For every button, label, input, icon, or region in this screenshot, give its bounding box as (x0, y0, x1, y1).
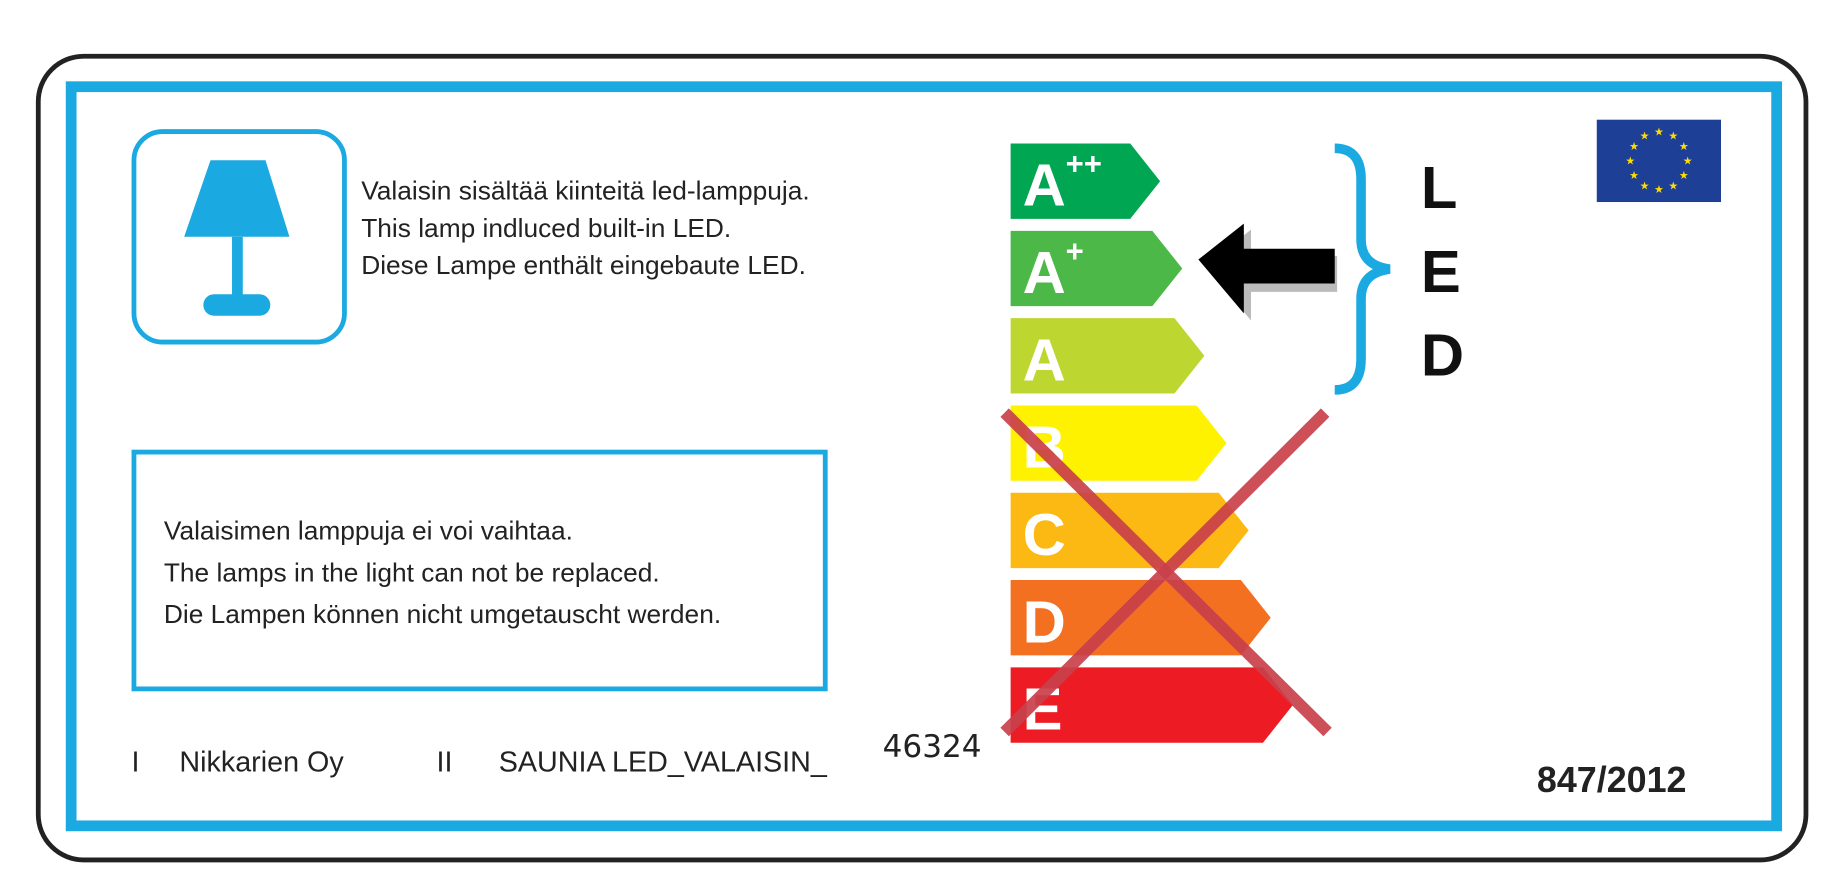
text-line-fi: Valaisimen lamppuja ei voi vaihtaa. (163, 515, 573, 546)
eu-star: ★ (1640, 180, 1650, 192)
led-letter: E (1420, 238, 1461, 305)
eu-flag-icon: ★★★★★★★★★★★★ (1596, 119, 1722, 203)
led-letter: L (1420, 154, 1458, 222)
non-replaceable-box: Valaisimen lamppuja ei voi vaihtaa. The … (131, 449, 828, 692)
energy-class-arrow (1010, 318, 1205, 394)
energy-class-label: D (1023, 588, 1066, 655)
footer-mark-2: II (436, 746, 453, 779)
energy-class-superscript: + (1066, 234, 1084, 269)
energy-class-label: A (1023, 239, 1066, 306)
energy-class-bar: B (1010, 405, 1227, 481)
eu-star: ★ (1640, 131, 1650, 143)
built-in-led-text: Valaisin sisältää kiinteitä led-lamppuja… (361, 172, 810, 283)
curly-brace-icon (1334, 143, 1391, 395)
eu-star: ★ (1683, 155, 1693, 167)
eu-star: ★ (1679, 141, 1689, 153)
text-line-fi: Valaisin sisältää kiinteitä led-lamppuja… (361, 175, 810, 206)
footer-mark-1: I (131, 746, 140, 779)
eu-star: ★ (1629, 141, 1639, 153)
energy-class-bar: A++ (1010, 143, 1161, 219)
energy-class-bar: D (1010, 580, 1271, 656)
led-vertical-label: L E D (1421, 153, 1464, 404)
eu-star: ★ (1668, 180, 1678, 192)
text-line-en: The lamps in the light can not be replac… (163, 557, 660, 588)
model-number: 46324 (882, 729, 982, 766)
table-lamp-icon (184, 160, 290, 316)
eu-star: ★ (1654, 184, 1664, 196)
selected-class-arrow-icon (1198, 223, 1335, 314)
energy-class-label: A (1023, 326, 1066, 393)
energy-class-arrow (1010, 405, 1227, 481)
regulation-number: 847/2012 (1536, 760, 1687, 801)
eu-star: ★ (1668, 131, 1678, 143)
lamp-icon-box (131, 129, 347, 345)
label-outer-border (35, 53, 1809, 863)
supplier-name: Nikkarien Oy (179, 746, 344, 779)
energy-class-label: A (1023, 152, 1066, 219)
text-line-de: Die Lampen können nicht umgetauscht werd… (163, 599, 722, 630)
model-name: SAUNIA LED_VALAISIN_ (498, 746, 827, 779)
text-line-en: This lamp indluced built-in LED. (361, 212, 732, 243)
energy-class-arrow (1010, 667, 1293, 743)
cross-out-line (1000, 408, 1330, 737)
energy-class-superscript: ++ (1066, 147, 1102, 182)
eu-star: ★ (1679, 170, 1689, 182)
eu-star: ★ (1629, 170, 1639, 182)
energy-class-arrow (1010, 230, 1183, 307)
eu-star: ★ (1625, 155, 1635, 167)
energy-class-arrow (1010, 143, 1161, 219)
energy-class-arrow (1010, 580, 1271, 656)
energy-class-bar: A+ (1010, 230, 1183, 307)
eu-star: ★ (1654, 127, 1664, 139)
energy-class-label: C (1023, 501, 1066, 568)
text-line-de: Diese Lampe enthält eingebaute LED. (361, 249, 806, 280)
led-letter: D (1420, 321, 1465, 389)
label-inner-frame (65, 81, 1783, 832)
energy-class-bar: A (1010, 318, 1205, 394)
